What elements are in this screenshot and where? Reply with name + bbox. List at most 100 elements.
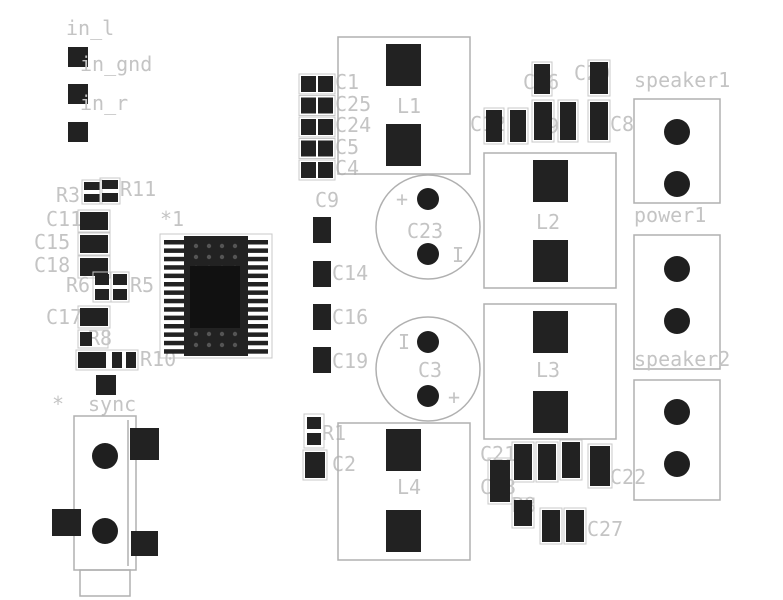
cap-stack-pad[interactable] — [301, 119, 316, 135]
smd-pad[interactable] — [542, 510, 560, 542]
ic-pin-right[interactable] — [246, 273, 268, 279]
smd-pad[interactable] — [510, 110, 526, 142]
ic-pin-right[interactable] — [246, 256, 268, 262]
cap-stack-pad[interactable] — [318, 119, 333, 135]
ic-pin-left[interactable] — [164, 240, 186, 245]
pad-sync[interactable] — [96, 375, 116, 395]
pad-c2[interactable] — [305, 452, 325, 478]
pad-r5-a[interactable] — [113, 274, 127, 285]
ic-pin-right[interactable] — [246, 315, 268, 321]
ic-pin-right[interactable] — [246, 265, 268, 270]
pad-r1-a[interactable] — [307, 417, 321, 429]
ic-pin-left[interactable] — [164, 307, 186, 312]
pad-l2-b[interactable] — [533, 240, 568, 282]
pad-l1-b[interactable] — [386, 124, 421, 166]
ic-pin-right[interactable] — [246, 349, 268, 354]
ic-pin-right[interactable] — [246, 298, 268, 304]
pad-in-gnd[interactable] — [68, 84, 88, 104]
cap-stack-pad[interactable] — [301, 97, 316, 114]
sync-jack-pin-1[interactable] — [92, 443, 118, 469]
pad-c9[interactable] — [313, 217, 331, 243]
ic-pin-left[interactable] — [164, 324, 186, 329]
pad-l3-a[interactable] — [533, 311, 568, 353]
pad-c11[interactable] — [80, 212, 108, 230]
pad-l1-a[interactable] — [386, 44, 421, 86]
pad-c17[interactable] — [80, 308, 108, 326]
smd-pad[interactable] — [560, 102, 576, 140]
sync-jack-tab-3[interactable] — [131, 531, 158, 556]
ic-pins-right[interactable] — [246, 240, 268, 354]
pad-l4-b[interactable] — [386, 510, 421, 552]
ic-pin-right[interactable] — [246, 307, 268, 312]
pad-c16[interactable] — [313, 304, 331, 330]
cap-stack-pad[interactable] — [318, 140, 333, 157]
smd-cluster-bottom[interactable] — [487, 439, 613, 545]
smd-pad[interactable] — [590, 62, 608, 94]
smd-cluster-top[interactable] — [483, 59, 611, 145]
pad-speaker2-a[interactable] — [664, 399, 690, 425]
pad-c3-plus[interactable] — [417, 385, 439, 407]
pad-c15[interactable] — [80, 235, 108, 253]
pad-r11-a[interactable] — [102, 180, 118, 189]
ic-pin-left[interactable] — [164, 340, 186, 346]
ic-pin-left[interactable] — [164, 282, 186, 287]
ic-pin-right[interactable] — [246, 290, 268, 295]
cap-stack-pad[interactable] — [318, 97, 333, 114]
smd-pad[interactable] — [514, 444, 532, 480]
ic-pin-left[interactable] — [164, 298, 186, 304]
ic-pin-left[interactable] — [164, 248, 186, 253]
pad-r10-b[interactable] — [112, 352, 122, 368]
pad-c3-minus[interactable] — [417, 331, 439, 353]
sync-jack-tab-1[interactable] — [130, 428, 159, 460]
pad-in-l[interactable] — [68, 47, 88, 67]
cap-stack-pad[interactable] — [318, 76, 333, 92]
pad-c23-plus[interactable] — [417, 188, 439, 210]
smd-pad[interactable] — [562, 442, 580, 478]
ic-pin-left[interactable] — [164, 332, 186, 337]
smd-pad[interactable] — [566, 510, 584, 542]
smd-pad[interactable] — [534, 64, 550, 94]
pad-l3-b[interactable] — [533, 391, 568, 433]
pad-power1-a[interactable] — [664, 256, 690, 282]
cap-stack-pad[interactable] — [318, 162, 333, 178]
pad-r6-b[interactable] — [95, 289, 109, 300]
smd-pad[interactable] — [490, 460, 510, 502]
ic-pin-left[interactable] — [164, 273, 186, 279]
pad-r8-a[interactable] — [80, 332, 92, 346]
cap-stack-pad[interactable] — [301, 162, 316, 178]
ic-pin-right[interactable] — [246, 340, 268, 346]
pad-r3-b[interactable] — [84, 194, 100, 202]
ic-pin-right[interactable] — [246, 324, 268, 329]
pad-r10-a[interactable] — [78, 352, 106, 368]
ic-pin-left[interactable] — [164, 256, 186, 262]
pad-l2-a[interactable] — [533, 160, 568, 202]
pad-speaker1-a[interactable] — [664, 119, 690, 145]
smd-pad[interactable] — [514, 500, 532, 526]
pad-c19[interactable] — [313, 347, 331, 373]
cap-stack-c1-c4[interactable] — [298, 73, 336, 181]
smd-pad[interactable] — [534, 102, 552, 140]
pad-speaker2-b[interactable] — [664, 451, 690, 477]
pad-c14[interactable] — [313, 261, 331, 287]
ic-pin-right[interactable] — [246, 332, 268, 337]
cap-stack-pad[interactable] — [301, 140, 316, 157]
smd-pad[interactable] — [590, 102, 608, 140]
ic-pins-left[interactable] — [164, 240, 186, 354]
pad-c23-minus[interactable] — [417, 243, 439, 265]
pad-r11-b[interactable] — [102, 193, 118, 202]
smd-pad[interactable] — [538, 444, 556, 480]
sync-jack-tab-2[interactable] — [52, 509, 81, 536]
sync-jack-pin-2[interactable] — [92, 518, 118, 544]
ic-pin-left[interactable] — [164, 349, 186, 354]
ic-pin-left[interactable] — [164, 290, 186, 295]
ic-pin-right[interactable] — [246, 248, 268, 253]
ic-pin-right[interactable] — [246, 240, 268, 245]
ic-pin-left[interactable] — [164, 265, 186, 270]
pad-r10-c[interactable] — [126, 352, 136, 368]
pad-r5-b[interactable] — [113, 289, 127, 300]
ic-pin-left[interactable] — [164, 315, 186, 321]
pad-in-r[interactable] — [68, 122, 88, 142]
pad-l4-a[interactable] — [386, 429, 421, 471]
pad-r3-a[interactable] — [84, 182, 100, 190]
pad-power1-b[interactable] — [664, 308, 690, 334]
